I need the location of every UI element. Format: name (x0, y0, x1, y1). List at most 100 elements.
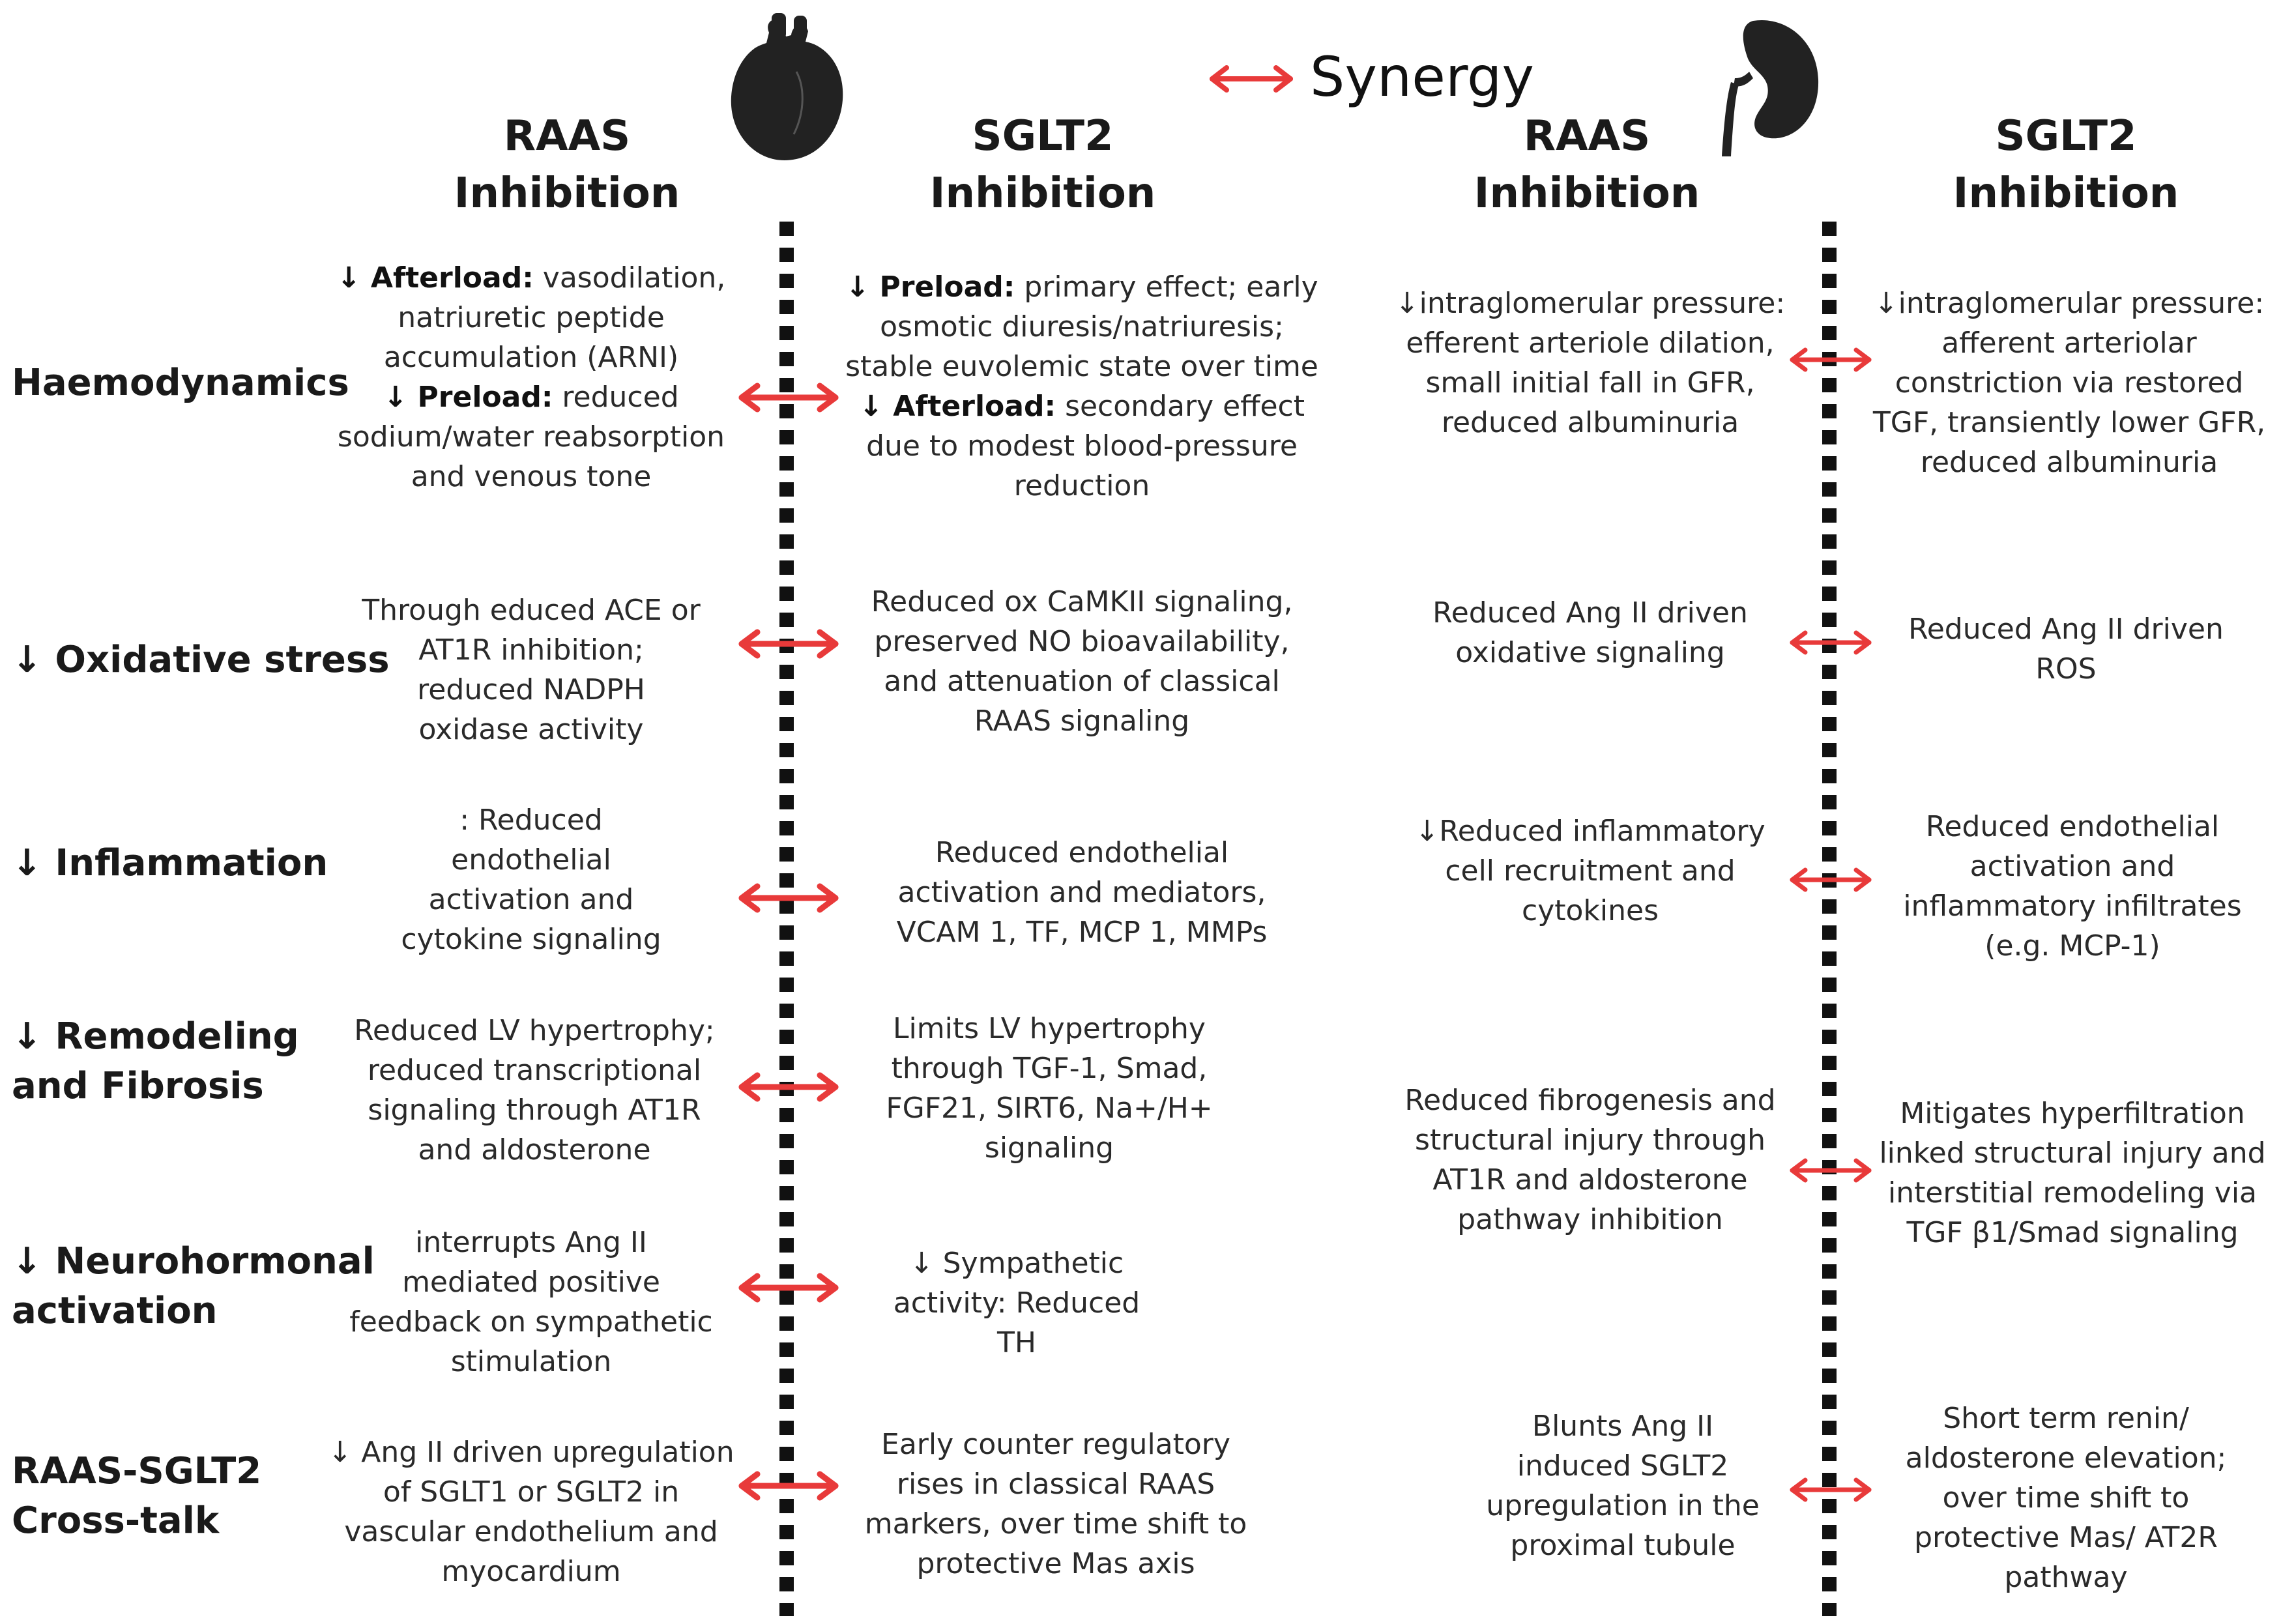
cell-line: small initial fall in GFR, (1425, 366, 1755, 399)
row-label-raas-sglt2-crosstalk: RAAS-SGLT2 Cross-talk (12, 1447, 261, 1546)
cell-line: efferent arteriole dilation, (1406, 326, 1775, 360)
cell-line: activation and (428, 883, 634, 916)
row-label-line: activation (12, 1290, 218, 1332)
cell-line: ↓ Ang II driven upregulation (328, 1436, 734, 1469)
cell-line: reduced albuminuria (1920, 446, 2218, 479)
heart-icon (731, 13, 843, 160)
cell-line: proximal tubule (1510, 1529, 1736, 1562)
cell-bold-text: ↓ Afterload: (336, 261, 534, 295)
header-line-1: RAAS (1523, 112, 1651, 160)
cell-kidney-raas: Reduced Ang II driven oxidative signalin… (1395, 593, 1786, 673)
row-label-inflammation: ↓ Inflammation (12, 839, 328, 888)
synergy-arrow-heart-neurohormonal (738, 1273, 839, 1303)
cell-line: reduced transcriptional (367, 1054, 702, 1087)
cell-line: Reduced LV hypertrophy; (354, 1014, 715, 1047)
header-line-2: Inhibition (929, 169, 1156, 218)
synergy-arrow-heart-crosstalk (738, 1471, 839, 1501)
cell-bold-text: ↓ Afterload: (859, 390, 1056, 423)
cell-line: interrupts Ang II (415, 1226, 647, 1259)
cell-line: Reduced endothelial (1925, 810, 2220, 843)
cell-line: through TGF-1, Smad, (891, 1052, 1208, 1085)
cell-line: osmotic diuresis/natriuresis; (880, 310, 1284, 343)
cell-kidney-raas: Reduced fibrogenesis and structural inju… (1382, 1080, 1799, 1240)
cell-line: mediated positive (402, 1266, 660, 1299)
cell-line: ROS (2035, 652, 2097, 686)
cell-line: over time shift to (1942, 1481, 2190, 1515)
cell-line: endothelial (451, 843, 611, 877)
cell-line: oxidative signaling (1455, 636, 1725, 669)
cell-line: TH (997, 1326, 1036, 1359)
cell-line: protective Mas axis (916, 1547, 1195, 1580)
cell-line: Limits LV hypertrophy (893, 1012, 1206, 1045)
header-line-1: SGLT2 (972, 112, 1114, 160)
cell-line: feedback on sympathetic (349, 1305, 713, 1339)
cell-heart-raas: : Reduced endothelial activation and cyt… (365, 800, 697, 959)
cell-line: signaling through AT1R (368, 1094, 701, 1127)
cell-line: natriuretic peptide (398, 301, 665, 334)
cell-heart-raas: ↓ Ang II driven upregulation of SGLT1 or… (326, 1432, 736, 1591)
cell-line: Mitigates hyperfiltration (1900, 1097, 2245, 1130)
cell-line: interstitial remodeling via (1887, 1176, 2258, 1210)
synergy-arrow-kidney-remodeling (1790, 1158, 1872, 1183)
kidney-divider-dotted-line (1822, 222, 1837, 1616)
cell-text: reduced (553, 381, 679, 414)
header-line-1: RAAS (503, 112, 631, 160)
synergy-arrow-heart-haemodynamics (738, 383, 839, 413)
cell-line: preserved NO bioavailability, (874, 625, 1290, 658)
cell-line: induced SGLT2 (1517, 1449, 1729, 1483)
cell-kidney-sglt2: ↓intraglomerular pressure: afferent arte… (1864, 283, 2274, 482)
row-label-remodeling-fibrosis: ↓ Remodeling and Fibrosis (12, 1012, 299, 1111)
cell-kidney-raas: ↓intraglomerular pressure: efferent arte… (1375, 283, 1805, 442)
cell-line: and aldosterone (418, 1133, 651, 1167)
cell-kidney-sglt2: Reduced endothelial activation and infla… (1877, 807, 2268, 966)
cell-line: afferent arteriolar (1941, 326, 2197, 360)
cell-line: reduced albuminuria (1441, 406, 1739, 439)
header-heart-sglt2: SGLT2 Inhibition (906, 108, 1180, 222)
header-line-2: Inhibition (1953, 169, 2179, 218)
cell-line: protective Mas/ AT2R (1914, 1521, 2218, 1554)
cell-line: due to modest blood-pressure (866, 429, 1298, 463)
cell-line: structural injury through (1415, 1124, 1765, 1157)
cell-line: ↓ Sympathetic (909, 1247, 1124, 1280)
cell-bold-text: ↓ Preload: (383, 381, 553, 414)
cell-line: Through educed ACE or (362, 594, 701, 627)
cell-line: of SGLT1 or SGLT2 in (383, 1475, 680, 1509)
cell-line: ↓intraglomerular pressure: (1874, 287, 2265, 320)
cell-line: and attenuation of classical (884, 665, 1280, 698)
synergy-legend-arrow (1210, 65, 1293, 93)
row-label-line: ↓ Oxidative stress (12, 639, 390, 681)
cell-line: reduced NADPH (417, 673, 645, 706)
cell-line: cell recruitment and (1445, 854, 1736, 888)
cell-line: ↓intraglomerular pressure: (1395, 287, 1786, 320)
cell-line: stimulation (450, 1345, 612, 1378)
cell-line: Reduced endothelial (935, 836, 1229, 869)
cell-line: ↓Reduced inflammatory (1415, 815, 1765, 848)
header-line-2: Inhibition (454, 169, 680, 218)
cell-heart-sglt2: Reduced endothelial activation and media… (847, 833, 1316, 952)
cell-line: oxidase activity (418, 713, 644, 746)
cell-line: AT1R inhibition; (418, 633, 644, 667)
cell-heart-raas: Through educed ACE or AT1R inhibition; r… (339, 590, 723, 749)
row-label-line: ↓ Neurohormonal (12, 1240, 375, 1283)
cell-text: vasodilation, (533, 261, 726, 295)
cell-line: cytokines (1522, 894, 1659, 927)
cell-line: (e.g. MCP-1) (1984, 929, 2160, 963)
synergy-arrow-heart-oxidative (738, 629, 839, 659)
cell-heart-raas: Reduced LV hypertrophy; reduced transcri… (332, 1011, 736, 1170)
cell-line: myocardium (441, 1555, 621, 1588)
cell-line: reduction (1013, 469, 1150, 502)
cell-line: signaling (984, 1131, 1114, 1165)
cell-line: constriction via restored (1895, 366, 2244, 399)
cell-line: Reduced ox CaMKII signaling, (871, 585, 1293, 618)
cell-text: primary effect; early (1015, 270, 1318, 304)
cell-line: and venous tone (411, 460, 652, 493)
cell-heart-sglt2: ↓ Sympathetic activity: Reduced TH (873, 1243, 1160, 1363)
cell-line: activation and mediators, (897, 876, 1266, 909)
synergy-arrow-heart-inflammation (738, 883, 839, 913)
row-label-line: Cross-talk (12, 1500, 220, 1542)
cell-heart-sglt2: Reduced ox CaMKII signaling, preserved N… (841, 582, 1323, 741)
cell-line: inflammatory infiltrates (1903, 890, 2242, 923)
cell-line: TGF, transiently lower GFR, (1872, 406, 2266, 439)
cell-line: FGF21, SIRT6, Na+/H+ (886, 1092, 1213, 1125)
cell-heart-sglt2: Limits LV hypertrophy through TGF-1, Sma… (860, 1009, 1238, 1168)
